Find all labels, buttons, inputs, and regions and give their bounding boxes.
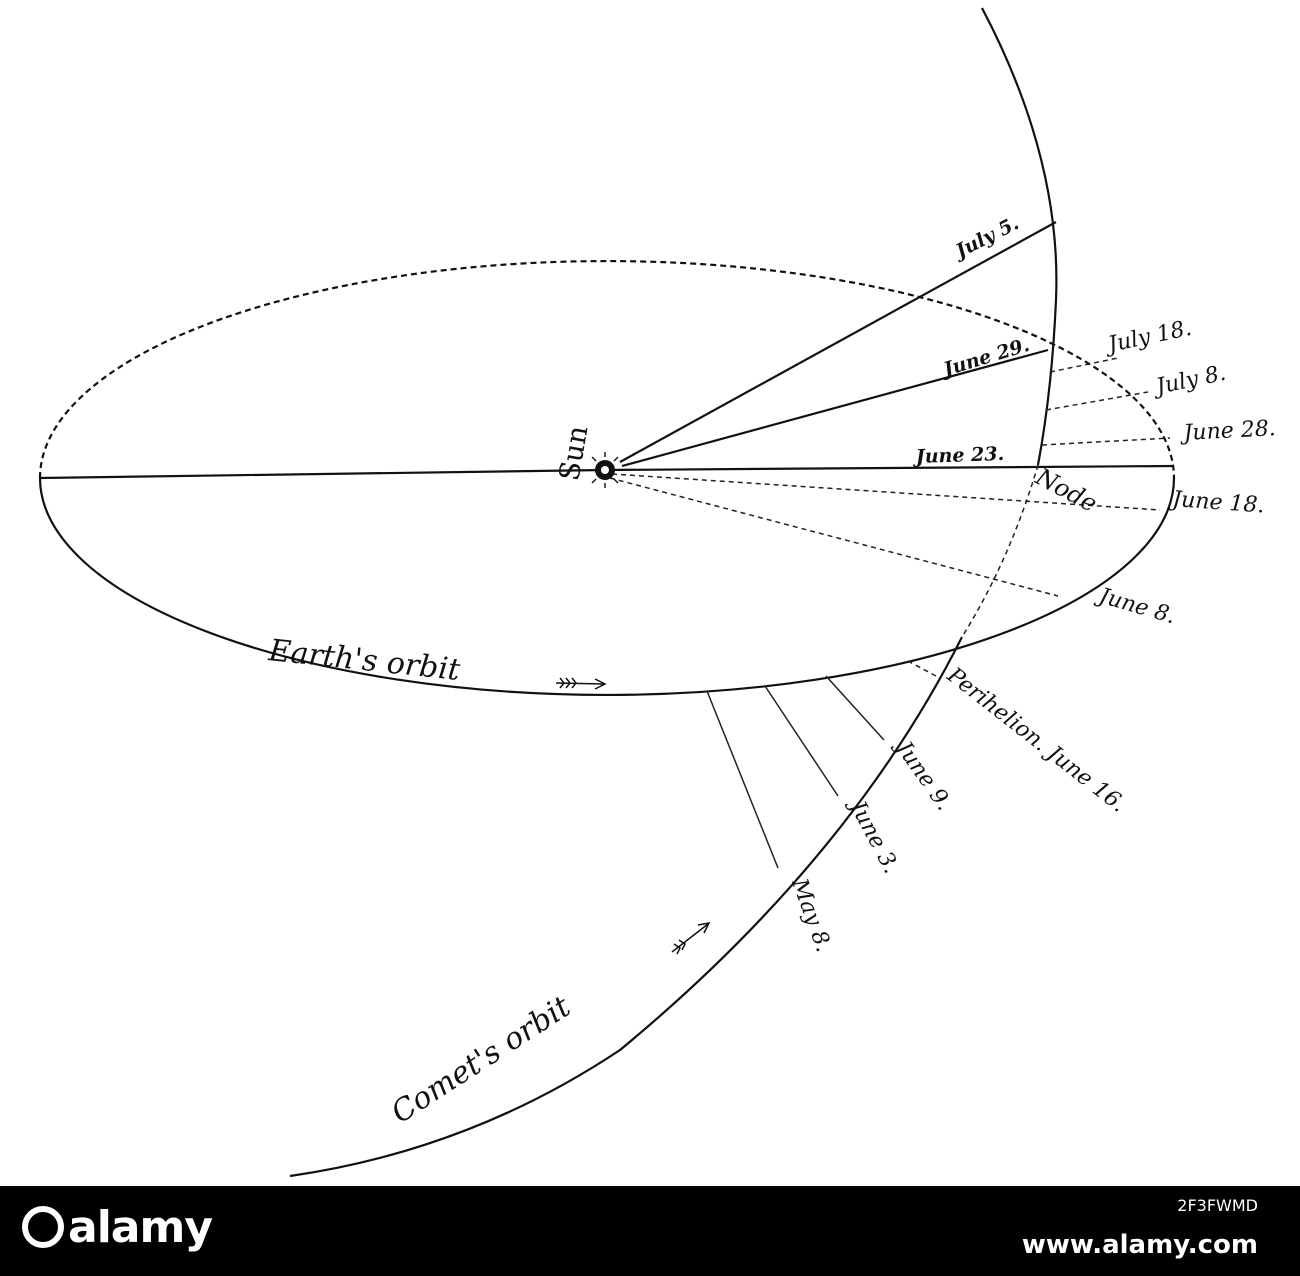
sun-label: Sun [552,423,594,483]
comet-orbit-label: Comet's orbit [385,989,577,1131]
brand-ring-icon [22,1206,64,1248]
radius-comet-june29 [621,348,1049,468]
sun-icon [587,452,623,488]
brand-logo: alamy [22,1202,213,1253]
comet-orbit-upper [981,7,1058,466]
earth-orbit-label: Earth's orbit [266,633,462,688]
comet-date-may8: May 8. [786,875,836,956]
comet-date-june23: June 23. [912,443,1004,468]
earth-date-june28: June 28. [1179,416,1276,446]
earth-orbit-arrow-icon [555,677,607,690]
radius-earth-june8 [609,477,1059,597]
radius-earth-june18 [611,473,1161,511]
link-july8 [1045,391,1149,411]
comet-date-june3: June 3. [843,794,904,878]
radius-comet-july5 [619,221,1057,463]
link-may8 [706,690,779,869]
comet-orbit-hidden [961,464,1039,638]
node-label: Node [1030,462,1101,518]
link-june9 [825,675,885,741]
image-id: 2F3FWMD [1177,1196,1258,1215]
link-july18 [1049,357,1119,373]
site-url: www.alamy.com [1021,1230,1258,1260]
earth-date-july18: July 18. [1102,316,1194,359]
comet-date-july5: July 5. [950,212,1023,264]
earth-orbit-back [38,259,1176,479]
link-perihelion [905,659,937,677]
orbit-diagram: Sun Node July 5. June 29. June 23. June … [38,7,1276,1178]
earth-orbit-axis [39,468,606,480]
comet-orbit-arrow-icon [671,921,711,955]
footer-bar: alamy 2F3FWMD www.alamy.com [0,1186,1300,1276]
earth-date-july8: July 8. [1150,361,1228,401]
earth-orbit-front [38,477,1176,697]
link-june3 [764,685,839,797]
perihelion-label: Perihelion. June 16. [942,662,1131,817]
earth-date-june8: June 8. [1093,583,1179,630]
sun-to-node-line [604,464,1175,472]
comet-date-june29: June 29. [938,334,1032,382]
comet-date-june9: June 9. [889,734,957,816]
earth-date-june18: June 18. [1168,487,1266,519]
comet-orbit-lower [289,636,963,1178]
link-june28 [1041,437,1171,446]
